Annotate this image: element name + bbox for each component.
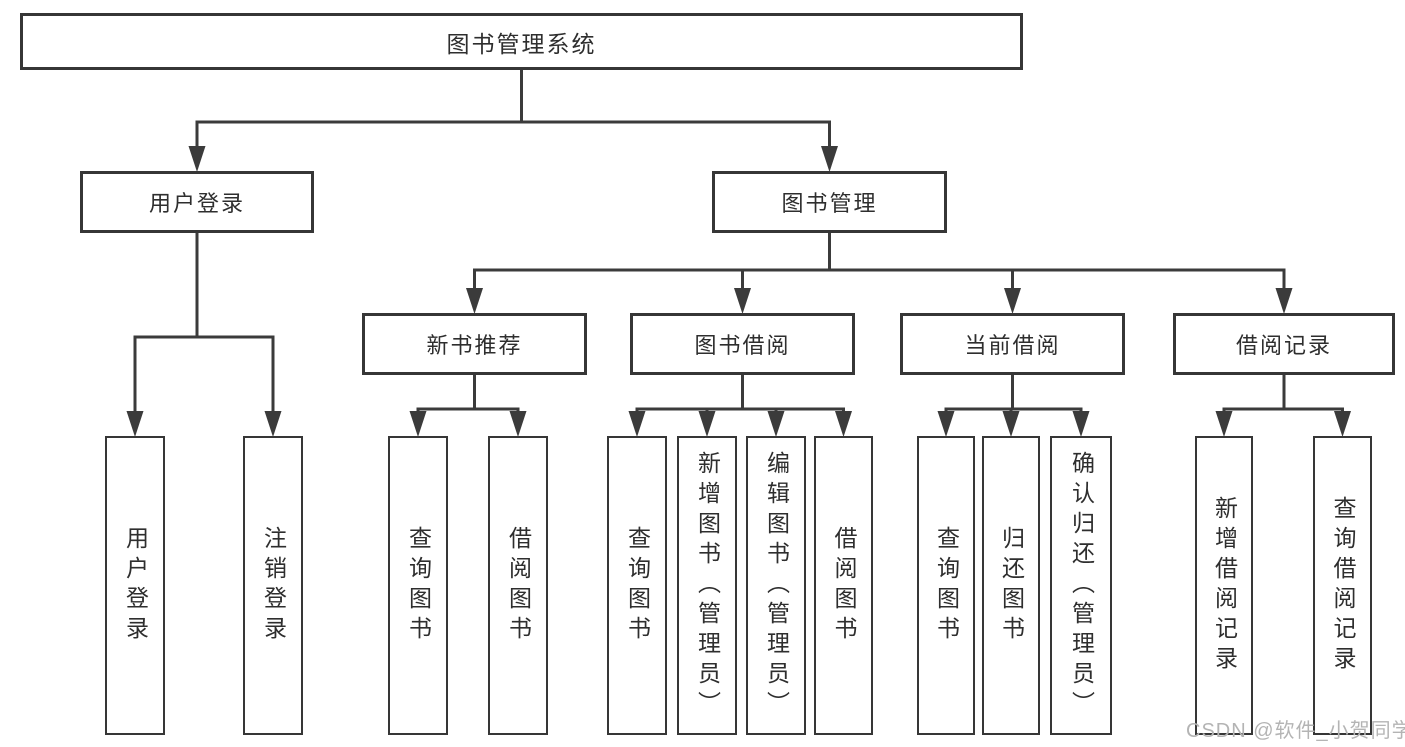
node-ul1: 用户登录	[105, 436, 165, 735]
arrowhead-ul2	[264, 411, 282, 437]
node-cb2: 归还图书	[982, 436, 1040, 735]
node-br1: 新增借阅记录	[1195, 436, 1253, 735]
node-bb2: 新增图书（管理员）	[677, 436, 737, 735]
arrowhead-cb3	[1072, 411, 1090, 437]
arrowhead-bb3	[767, 411, 785, 437]
arrowhead-cb2	[1002, 411, 1020, 437]
node-cb3: 确认归还（管理员）	[1050, 436, 1112, 735]
node-root: 图书管理系统	[20, 13, 1023, 70]
arrowhead-bb4	[835, 411, 852, 437]
arrowhead-bb2	[698, 411, 716, 437]
arrowhead-current_borrow	[1004, 288, 1021, 314]
arrowhead-book_mgmt	[821, 146, 838, 172]
node-current_borrow: 当前借阅	[900, 313, 1125, 375]
node-bb4: 借阅图书	[814, 436, 873, 735]
node-bb1: 查询图书	[607, 436, 667, 735]
arrowhead-book_borrow	[734, 288, 751, 314]
node-bb3: 编辑图书（管理员）	[746, 436, 806, 735]
arrowhead-br2	[1334, 411, 1351, 437]
node-user_login: 用户登录	[80, 171, 314, 233]
node-cb1: 查询图书	[917, 436, 975, 735]
watermark-text: CSDN @软件_小贺同学	[1186, 720, 1405, 742]
arrowhead-ul1	[126, 411, 144, 437]
arrowhead-bb1	[628, 411, 646, 437]
node-new_book: 新书推荐	[362, 313, 587, 375]
node-book_mgmt: 图书管理	[712, 171, 947, 233]
arrowhead-cb1	[937, 411, 955, 437]
node-borrow_record: 借阅记录	[1173, 313, 1395, 375]
arrowhead-nb2	[509, 411, 527, 437]
arrowhead-user_login	[188, 146, 206, 172]
node-book_borrow: 图书借阅	[630, 313, 855, 375]
node-ul2: 注销登录	[243, 436, 303, 735]
node-nb2: 借阅图书	[488, 436, 548, 735]
arrowhead-new_book	[466, 288, 483, 314]
node-nb1: 查询图书	[388, 436, 448, 735]
node-br2: 查询借阅记录	[1313, 436, 1372, 735]
arrowhead-br1	[1215, 411, 1233, 437]
arrowhead-nb1	[409, 411, 427, 437]
arrowhead-borrow_record	[1275, 288, 1293, 314]
